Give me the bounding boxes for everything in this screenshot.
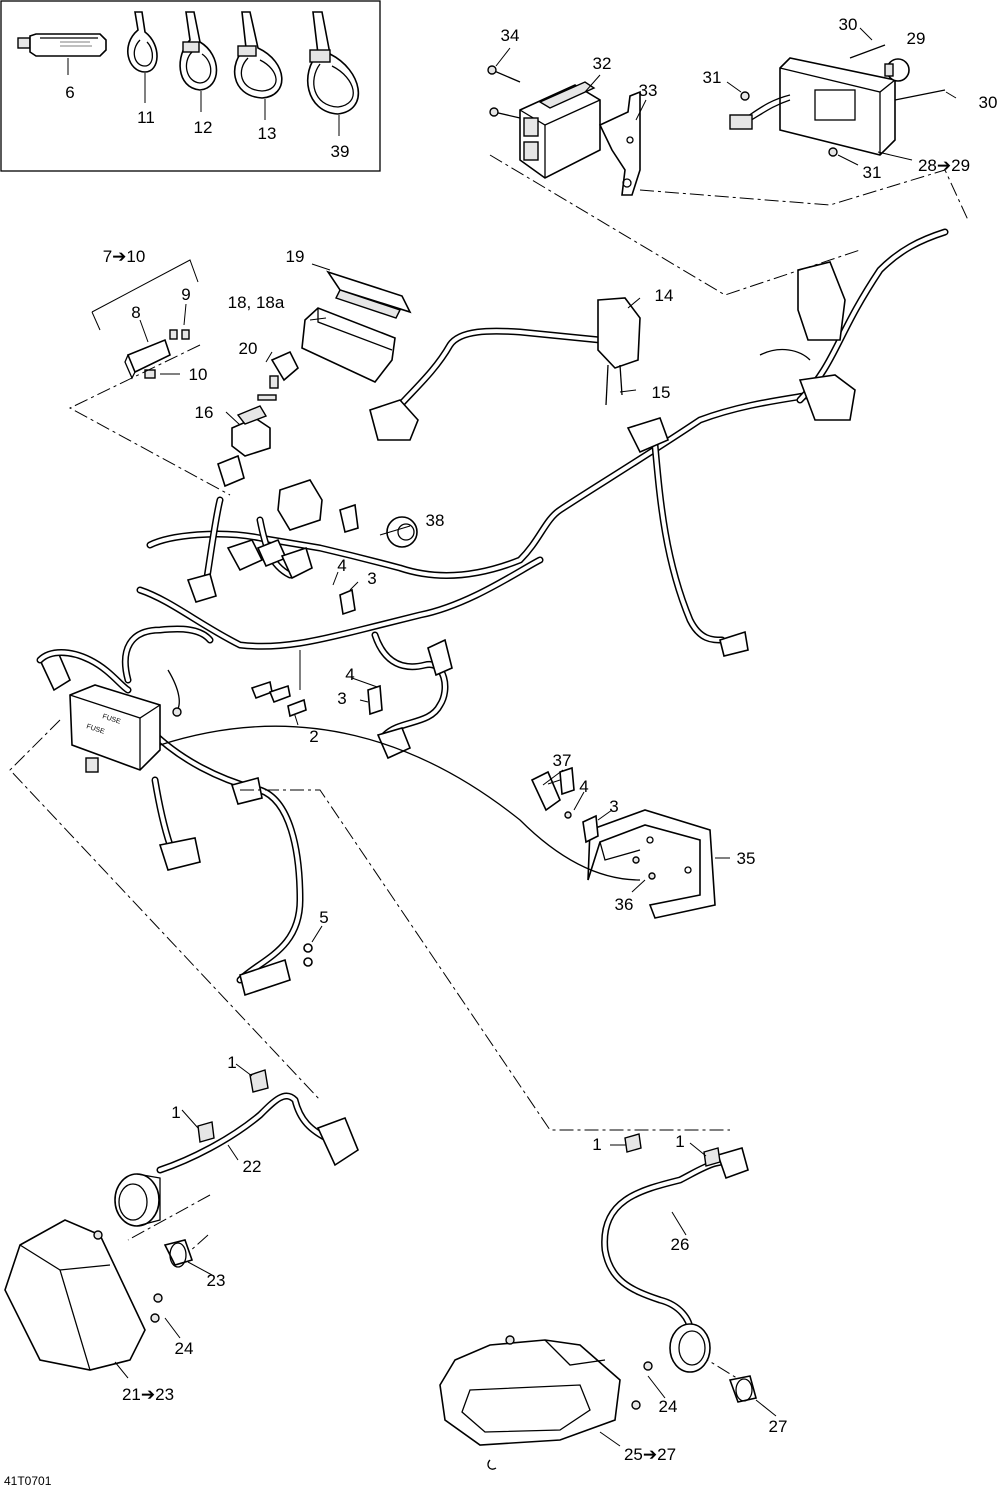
callout-8: 8 — [131, 303, 140, 322]
callout-15: 15 — [652, 383, 671, 402]
callout-11: 11 — [137, 108, 155, 127]
callout-30-top: 30 — [839, 15, 858, 34]
callout-1-right-lower: 1 — [592, 1135, 601, 1154]
callout-25-27: 25➔27 — [624, 1445, 676, 1464]
cable-tie-small — [127, 11, 158, 103]
callout-37: 37 — [553, 751, 572, 770]
callout-33: 33 — [639, 81, 658, 100]
callout-28-29: 28➔29 — [918, 156, 970, 175]
callout-7-10: 7➔10 — [103, 247, 146, 266]
callout-35: 35 — [737, 849, 756, 868]
callout-30-right: 30 — [979, 93, 998, 112]
main-harness — [121, 228, 949, 984]
fuse-box: FUSE FUSE — [69, 684, 161, 773]
callout-16: 16 — [195, 403, 214, 422]
callout-4-lower: 4 — [345, 665, 354, 684]
callout-32: 32 — [593, 54, 612, 73]
callout-24-left: 24 — [175, 1339, 194, 1358]
middle-leaders — [250, 297, 641, 812]
callout-29: 29 — [907, 29, 926, 48]
callout-36: 36 — [615, 895, 634, 914]
callout-12: 12 — [194, 118, 213, 137]
callout-1-right-upper: 1 — [675, 1132, 684, 1151]
cable-tie-large — [233, 11, 283, 120]
callout-26: 26 — [671, 1235, 690, 1254]
accessories-inset: 6 11 12 13 39 — [0, 0, 381, 172]
mounting-bracket-group — [159, 725, 730, 919]
grease-tube — [17, 33, 107, 75]
callout-19: 19 — [286, 247, 305, 266]
callout-3-upper: 3 — [367, 569, 376, 588]
fuse-group — [91, 259, 199, 380]
relay-module-group — [217, 263, 412, 488]
right-headlight-group — [439, 1133, 777, 1470]
callout-4-bracket: 4 — [579, 777, 588, 796]
callout-3-bracket: 3 — [609, 797, 618, 816]
callout-4-upper: 4 — [337, 556, 346, 575]
callout-1-left-lower: 1 — [171, 1103, 180, 1122]
callout-2: 2 — [309, 727, 318, 746]
nut-group — [303, 925, 323, 967]
callout-24-right: 24 — [659, 1397, 678, 1416]
callout-31-top: 31 — [703, 68, 722, 87]
callout-23: 23 — [207, 1271, 226, 1290]
callout-14: 14 — [655, 286, 674, 305]
tail-light-group — [726, 27, 957, 166]
cable-tie-medium — [179, 11, 218, 112]
callout-20: 20 — [239, 339, 258, 358]
figure-code: 41T0701 — [4, 1474, 52, 1488]
cable-tie-xlarge — [306, 11, 360, 136]
callout-22: 22 — [243, 1157, 262, 1176]
callout-13: 13 — [258, 124, 277, 143]
callout-1-left-upper: 1 — [227, 1053, 236, 1072]
callout-10: 10 — [189, 365, 208, 384]
callout-18-18a: 18, 18a — [228, 293, 285, 312]
callout-9: 9 — [181, 285, 190, 304]
callout-27: 27 — [769, 1417, 788, 1436]
callout-3-lower: 3 — [337, 689, 346, 708]
callout-6: 6 — [65, 83, 74, 102]
left-headlight-group — [4, 1063, 359, 1379]
harness-connectors — [36, 261, 856, 997]
callout-34: 34 — [501, 26, 520, 45]
callout-5: 5 — [319, 908, 328, 927]
control-module-group — [487, 47, 647, 196]
callout-31-bottom: 31 — [863, 163, 882, 182]
callout-21-23: 21➔23 — [122, 1385, 174, 1404]
callout-38: 38 — [426, 511, 445, 530]
callout-39: 39 — [331, 142, 350, 161]
